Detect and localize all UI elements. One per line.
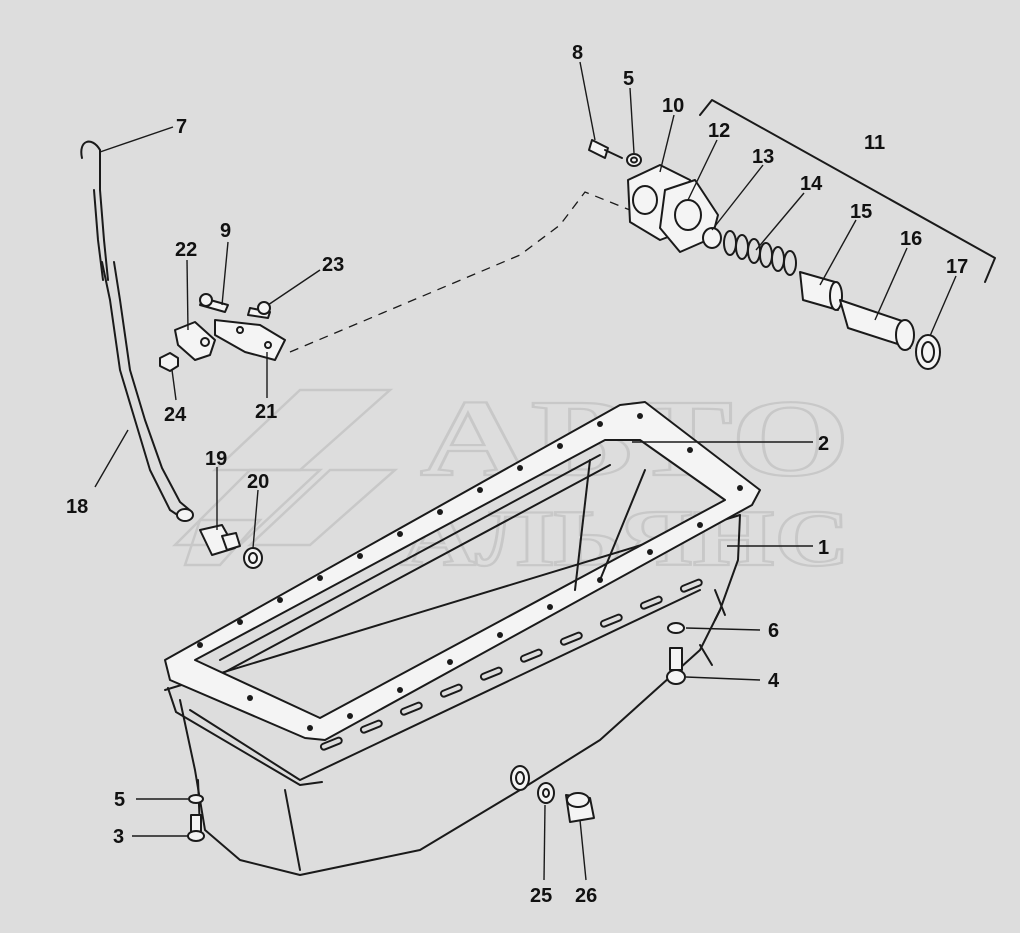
dipstick-guide-tube	[101, 261, 194, 522]
callout-23: 23	[322, 254, 344, 276]
callout-3: 3	[113, 826, 124, 848]
pan-inner-rim	[219, 454, 646, 673]
valve-spring	[723, 230, 797, 276]
callout-13: 13	[752, 146, 774, 168]
watermark-logo-mark	[171, 388, 399, 567]
callout-26: 26	[575, 885, 597, 907]
callout-8: 8	[572, 42, 583, 64]
callout-15: 15	[850, 201, 872, 223]
assembly-dashed-line	[289, 191, 631, 353]
gasket-bolt-holes	[197, 413, 743, 731]
callout-9: 9	[220, 220, 231, 242]
callout-12: 12	[708, 120, 730, 142]
callout-10: 10	[662, 95, 684, 117]
callout-16: 16	[900, 228, 922, 250]
callout-1: 1	[818, 537, 829, 559]
callout-14: 14	[800, 173, 823, 195]
callout-24: 24	[164, 404, 187, 426]
bracket-assembly	[159, 293, 286, 372]
callout-18: 18	[66, 496, 88, 518]
callout-20: 20	[247, 471, 269, 493]
pan-fasteners	[187, 622, 686, 842]
callout-4: 4	[768, 670, 780, 692]
callout-25: 25	[530, 885, 552, 907]
callout-19: 19	[205, 448, 227, 470]
group-bracket-11	[699, 99, 996, 283]
relief-valve-assembly	[588, 139, 941, 370]
oil-temp-sensor	[199, 524, 263, 569]
callout-2: 2	[818, 433, 829, 455]
callout-21: 21	[255, 401, 277, 423]
drain-plug	[510, 765, 595, 823]
callout-5-top: 5	[623, 68, 634, 90]
callout-17: 17	[946, 256, 968, 278]
dipstick	[80, 140, 109, 281]
pan-gasket	[164, 401, 761, 741]
callout-6: 6	[768, 620, 779, 642]
leader-lines	[94, 61, 957, 881]
callout-labels: 1 2 3 4 5 5 6 7 8 9 10 11 12 13 14 15 16…	[66, 42, 968, 907]
callout-5-bottom: 5	[114, 789, 125, 811]
callout-11: 11	[864, 132, 885, 154]
pan-flange-slots	[319, 578, 703, 751]
callout-7: 7	[176, 116, 187, 138]
callout-22: 22	[175, 239, 197, 261]
